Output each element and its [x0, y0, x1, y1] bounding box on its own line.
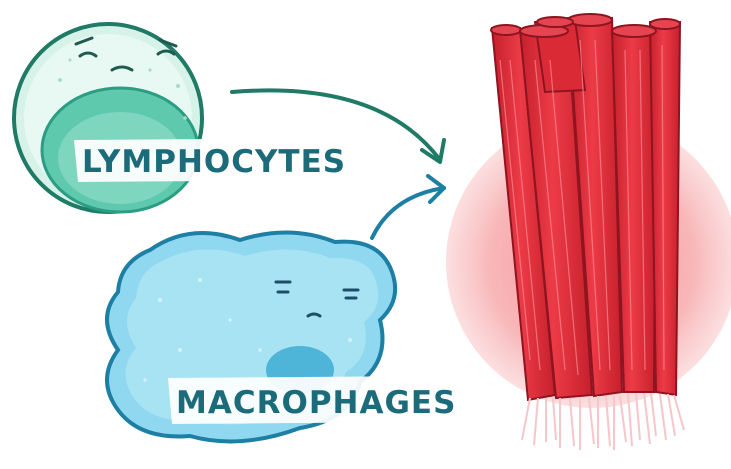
macrophages-label: MACROPHAGES — [176, 385, 456, 421]
fiber-end — [650, 19, 680, 29]
muscle-fiber-bundle-icon — [446, 14, 731, 450]
muscle-fiber — [650, 22, 680, 395]
fiber-end — [568, 14, 612, 26]
lymphocyte-cell-icon — [14, 24, 202, 212]
arrow-macrophages-to-muscle — [372, 176, 444, 238]
lymphocytes-label: LYMPHOCYTES — [82, 144, 346, 180]
fiber-end — [612, 25, 656, 37]
fiber-end — [491, 25, 521, 35]
lymphocytes-label-box: LYMPHOCYTES — [74, 138, 346, 182]
macrophages-label-box: MACROPHAGES — [168, 376, 456, 424]
fiber-end — [537, 17, 573, 27]
